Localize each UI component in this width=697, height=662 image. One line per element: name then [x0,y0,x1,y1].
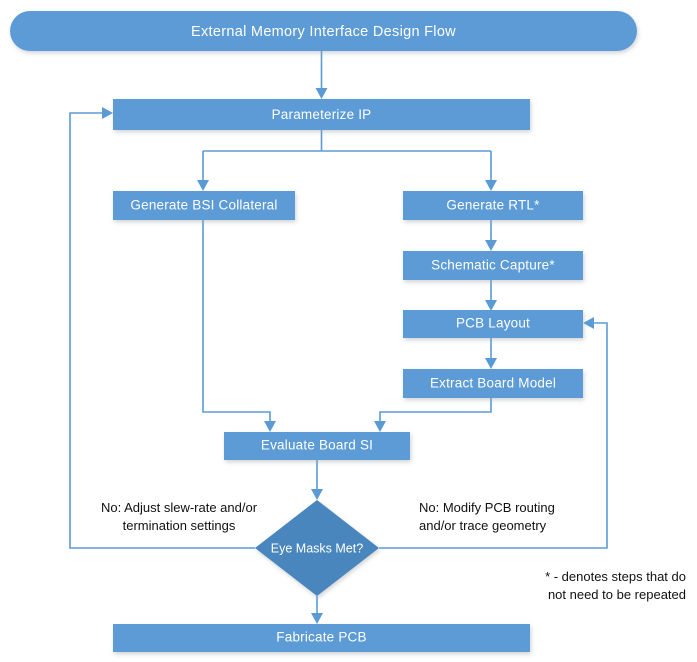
connectors [69,51,608,624]
node-title[interactable]: External Memory Interface Design Flow [10,11,637,51]
node-fabricate-pcb-label: Fabricate PCB [276,630,366,645]
node-parameterize-ip-label: Parameterize IP [272,107,372,122]
annotation-right-branch: No: Modify PCB routing and/or trace geom… [419,500,555,533]
edge-decision-loop-to-pcblayout [379,317,608,549]
edge-evaluate-to-decision [311,460,323,500]
node-generate-rtl-label: Generate RTL* [446,198,540,213]
edge-schematic-to-pcblayout [485,280,497,311]
node-fabricate-pcb[interactable]: Fabricate PCB [113,624,530,652]
annotation-left-branch: No: Adjust slew-rate and/or termination … [101,500,258,533]
node-eye-masks-met-label: Eye Masks Met? [271,541,363,555]
edge-extract-to-evaluate [374,398,492,432]
node-schematic-capture[interactable]: Schematic Capture* [403,251,583,280]
annotation-left-branch-line1: No: Adjust slew-rate and/or [101,500,258,515]
node-generate-bsi-collateral[interactable]: Generate BSI Collateral [113,191,295,220]
edge-bsi-to-evaluate [202,220,276,432]
node-pcb-layout[interactable]: PCB Layout [403,310,583,338]
edge-decision-loop-to-parameterize [69,107,255,549]
node-pcb-layout-label: PCB Layout [456,316,530,331]
edge-pcblayout-to-extract [485,337,497,369]
annotation-right-branch-line1: No: Modify PCB routing [419,500,555,515]
node-evaluate-board-si-label: Evaluate Board SI [261,438,373,453]
node-extract-board-model[interactable]: Extract Board Model [403,369,583,398]
annotation-footnote: * - denotes steps that do not need to be… [545,569,686,602]
edge-decision-to-fabricate [311,596,323,624]
node-title-label: External Memory Interface Design Flow [191,24,456,40]
node-generate-rtl[interactable]: Generate RTL* [403,191,583,220]
node-eye-masks-met-decision[interactable]: Eye Masks Met? [255,500,379,596]
annotation-footnote-line1: * - denotes steps that do [545,569,686,584]
edge-title-to-parameterize [315,51,328,99]
annotation-right-branch-line2: and/or trace geometry [419,518,547,533]
edge-parameterize-branch [197,130,497,191]
node-evaluate-board-si[interactable]: Evaluate Board SI [224,432,410,460]
node-schematic-capture-label: Schematic Capture* [431,258,555,273]
annotation-footnote-line2: not need to be repeated [548,587,686,602]
edge-rtl-to-schematic [485,220,497,251]
node-extract-board-model-label: Extract Board Model [430,376,556,391]
node-parameterize-ip[interactable]: Parameterize IP [113,99,530,130]
annotation-left-branch-line2: termination settings [123,518,236,533]
node-generate-bsi-collateral-label: Generate BSI Collateral [130,198,277,213]
